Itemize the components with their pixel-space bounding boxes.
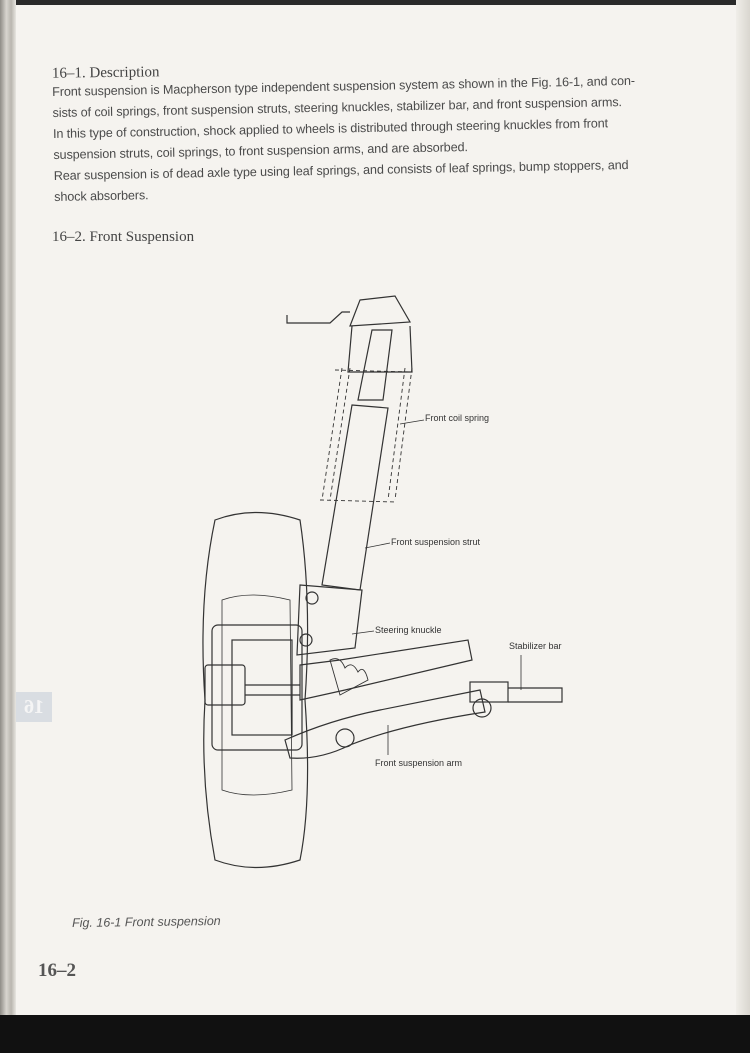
page-right-edge [736, 0, 750, 1015]
stabilizer-clamp [469, 681, 509, 703]
scan-top-edge [0, 0, 750, 5]
top-mount [349, 295, 412, 327]
tire-inner [221, 594, 293, 796]
section-heading-front-suspension: 16–2. Front Suspension [52, 229, 195, 245]
label-front-suspension-arm: Front suspension arm [375, 758, 463, 768]
label-steering-knuckle: Steering knuckle [375, 625, 442, 635]
page-number: 16–2 [38, 960, 76, 981]
page-binding-edge [0, 0, 16, 1015]
brake-drum [211, 624, 303, 751]
chapter-tab: 16 [16, 692, 52, 722]
hub-center [204, 664, 246, 706]
stabilizer-bar [508, 687, 563, 703]
scan-bottom-edge [0, 1015, 750, 1053]
leader-lines [351, 419, 522, 755]
figure-caption: Fig. 16-1 Front suspension [71, 913, 221, 931]
label-front-coil-spring: Front coil spring [425, 413, 490, 423]
coil-spring [319, 367, 413, 503]
label-stabilizer-bar: Stabilizer bar [509, 641, 562, 651]
hub [231, 639, 293, 736]
suspension-arm [284, 689, 486, 759]
drive-shaft [299, 639, 473, 701]
boot [329, 658, 369, 696]
label-front-suspension-strut: Front suspension strut [391, 537, 481, 547]
knuckle [296, 584, 363, 656]
strut-tube [357, 329, 393, 401]
mount-bracket [286, 311, 350, 324]
